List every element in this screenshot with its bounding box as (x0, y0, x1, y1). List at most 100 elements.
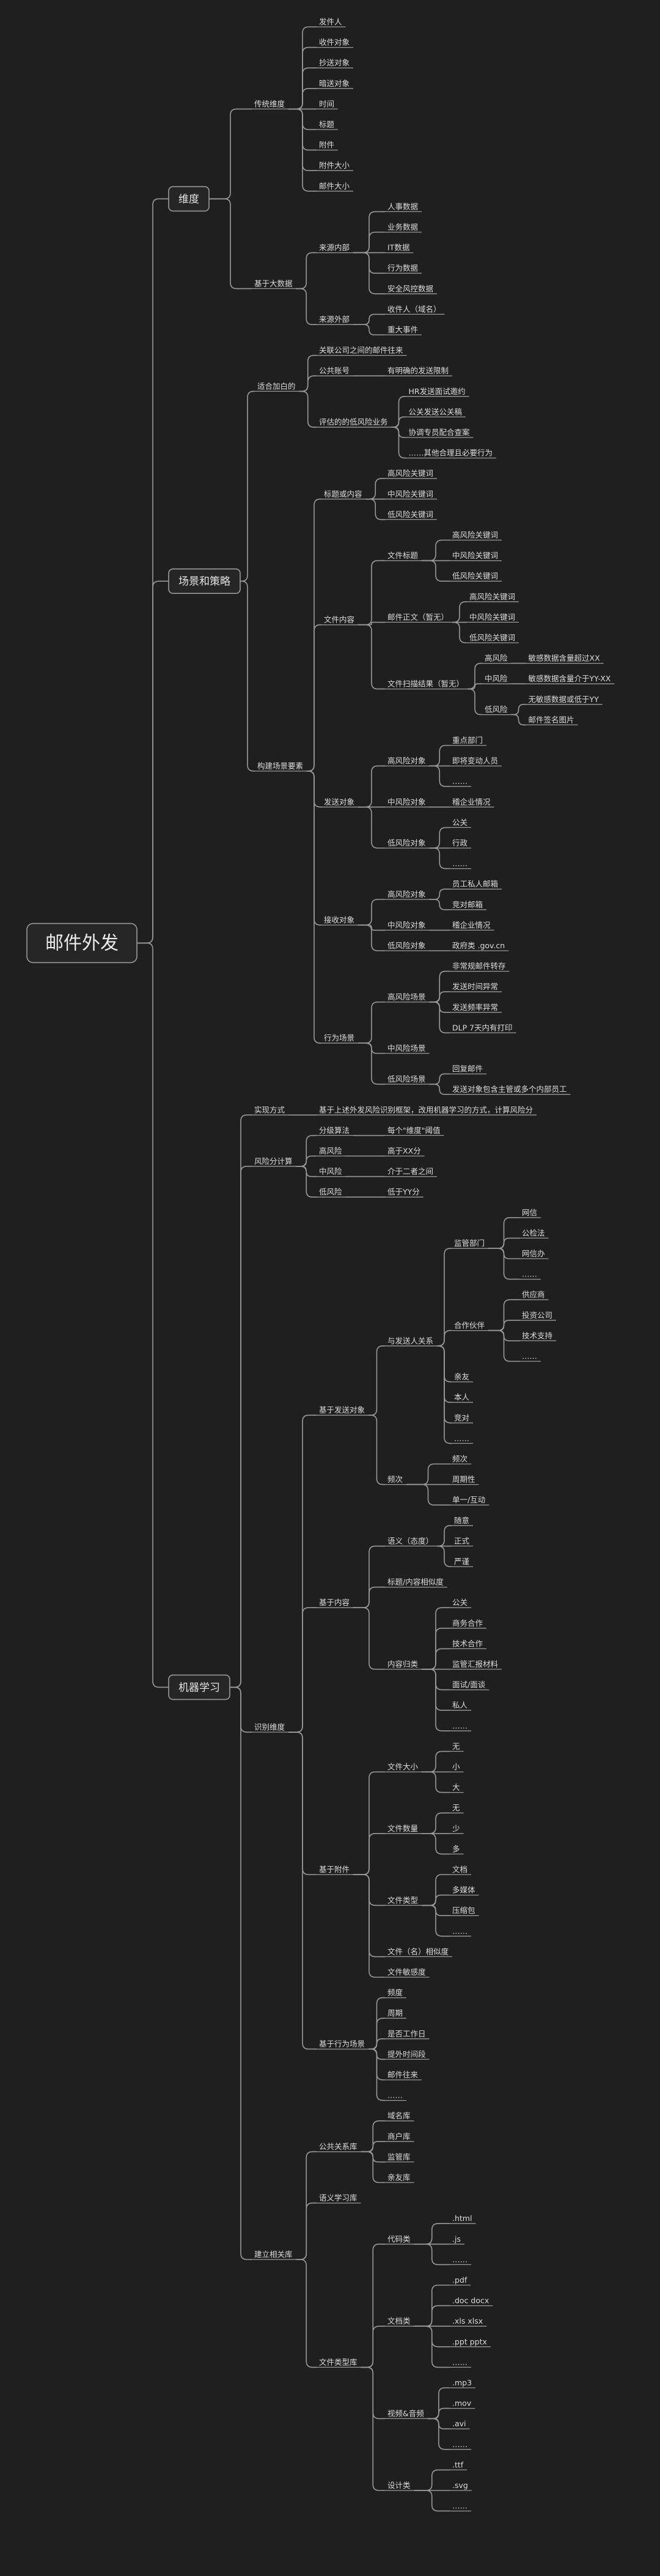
topic-node: 中风险对象 (385, 797, 430, 808)
main-topic: 场景和策略 (168, 568, 241, 595)
connector-line (429, 765, 450, 787)
connector-line (452, 621, 468, 643)
connector-line (230, 1686, 252, 2260)
topic-label: 安全风控数据 (387, 284, 433, 293)
topic-label: .ttf (452, 2460, 464, 2469)
topic-node: 高风险场景 (385, 992, 430, 1003)
connector-line (137, 942, 169, 1688)
topic-node: 多媒体 (450, 1886, 479, 1896)
topic-label: …… (452, 2440, 468, 2449)
topic-node: 回复邮件 (450, 1064, 487, 1075)
connector-line (230, 1114, 252, 1688)
topic-label: 高风险关键词 (387, 469, 433, 478)
topic-label: 语义学习库 (319, 2194, 358, 2203)
topic-node: 邮件正文（暂无） (385, 612, 453, 623)
connector-line (468, 688, 483, 715)
topic-label: 无 (452, 1741, 460, 1751)
root-topic-box (26, 923, 138, 964)
topic-node: 少 (450, 1824, 464, 1834)
topic-label: 适合加白的 (257, 381, 296, 390)
topic-node: 稽企业情况 (450, 797, 494, 808)
topic-node: 收件对象 (317, 38, 354, 48)
topic-node: 邮件往来 (385, 2070, 422, 2080)
topic-label: HR发送面试邀约 (409, 387, 466, 396)
connector-line (240, 390, 255, 582)
topic-label: 频次 (387, 1475, 403, 1484)
topic-label: …… (452, 1721, 468, 1730)
topic-node: 时间 (317, 99, 339, 110)
topic-label: 高风险关键词 (469, 592, 515, 601)
topic-label: 公共关系库 (319, 2142, 358, 2151)
topic-node: 监管部门 (452, 1239, 489, 1249)
connector-line (429, 1083, 450, 1095)
topic-node: 标题/内容相似度 (385, 1578, 447, 1588)
connector-line (452, 601, 468, 623)
topic-node: 中风险 (482, 674, 512, 684)
topic-label: 邮件签名图片 (529, 715, 574, 724)
topic-node: …… (452, 1433, 474, 1444)
root-topic: 邮件外发 (26, 923, 138, 964)
connector-line (353, 1607, 385, 1670)
topic-label: 技术支持 (522, 1331, 552, 1340)
topic-node: 传统维度 (252, 99, 289, 110)
topic-label: 低风险关键词 (469, 633, 515, 642)
topic-label: 基于行为场景 (319, 2040, 365, 2049)
topic-label: 来源外部 (319, 315, 350, 324)
topic-label: 传统维度 (254, 99, 285, 108)
topic-node: 安全风控数据 (385, 284, 438, 295)
main-topic: 维度 (168, 186, 210, 212)
topic-node: .html (450, 2214, 476, 2224)
connector-line (358, 560, 385, 626)
topic-node: .svg (450, 2481, 472, 2491)
topic-label: 监管汇报材料 (452, 1659, 499, 1669)
topic-node: 文档类 (385, 2316, 414, 2327)
topic-label: 本人 (454, 1392, 470, 1402)
topic-label: 中风险对象 (387, 797, 426, 807)
topic-label: 是否工作日 (387, 2029, 426, 2038)
topic-node: 适合加白的 (255, 381, 299, 392)
topic-node: 稽企业情况 (450, 920, 494, 931)
topic-label: 中风险 (485, 674, 508, 683)
topic-label: 文档类 (387, 2316, 411, 2325)
topic-label: 构建场景要素 (257, 761, 303, 770)
topic-label: 每个"维度"阈值 (387, 1125, 441, 1135)
connector-line (358, 1042, 385, 1054)
topic-node: 标题 (317, 120, 339, 130)
topic-label: 商户库 (387, 2132, 411, 2141)
topic-label: 与发送人关系 (387, 1336, 433, 1345)
topic-node: 接收对象 (321, 915, 359, 926)
topic-node: 严谨 (452, 1557, 474, 1567)
topic-node: 私人 (450, 1700, 472, 1711)
topic-node: ……其他合理且必要行为 (406, 448, 497, 459)
topic-label: .svg (452, 2481, 468, 2490)
topic-node: …… (519, 1270, 541, 1280)
main-topic-box (168, 568, 241, 595)
topic-label: 文件类型库 (319, 2357, 358, 2366)
topic-node: 提外时间段 (385, 2049, 430, 2060)
topic-label: 中风险场景 (387, 1044, 426, 1053)
topic-label: …… (452, 2357, 468, 2366)
topic-node: 语义学习库 (317, 2194, 361, 2204)
topic-label: 重点部门 (452, 736, 483, 745)
topic-label: 小 (452, 1762, 460, 1771)
topic-label: 多 (452, 1844, 460, 1853)
topic-label: 低风险对象 (387, 838, 426, 847)
topic-node: 来源内部 (317, 243, 354, 254)
topic-node: …… (450, 1927, 471, 1937)
topic-node: 投资公司 (519, 1311, 557, 1321)
topic-node: 中风险对象 (385, 920, 430, 931)
topic-node: 构建场景要素 (255, 761, 307, 772)
topic-node: 风险分计算 (252, 1157, 296, 1167)
connector-line (422, 1833, 450, 1855)
topic-node: 人事数据 (385, 202, 422, 213)
connector-line (307, 499, 322, 772)
topic-label: …… (452, 1927, 468, 1936)
connector-line (358, 1001, 385, 1044)
topic-label: .pdf (452, 2275, 468, 2285)
topic-label: 收件对象 (319, 38, 350, 47)
connector-line (209, 108, 252, 200)
connector-line (468, 683, 483, 690)
connector-line (414, 2469, 450, 2491)
topic-node: 高风险关键词 (450, 530, 502, 541)
